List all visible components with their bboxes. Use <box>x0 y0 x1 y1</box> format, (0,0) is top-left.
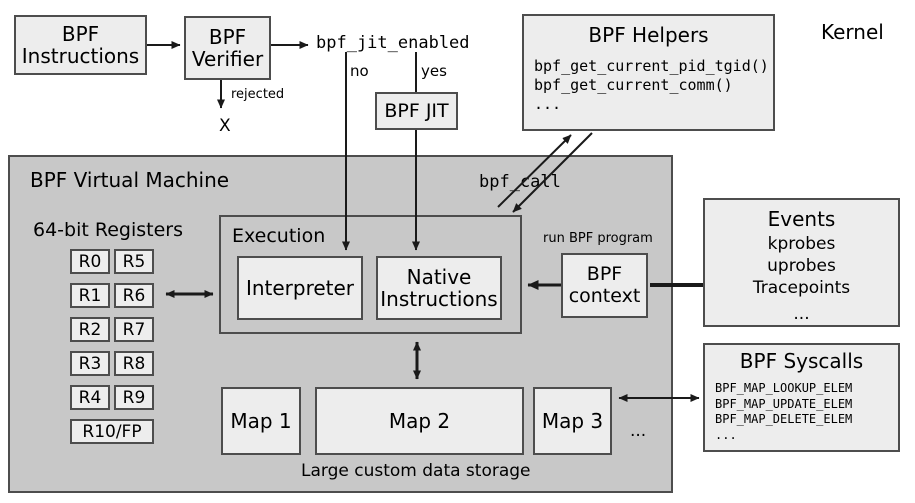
execution-title: Execution <box>232 225 326 247</box>
interpreter-box: Interpreter <box>237 256 363 320</box>
events-item-1: uprobes <box>767 256 836 277</box>
bpf-jit-enabled-label: bpf_jit_enabled <box>316 33 470 53</box>
vm-title: BPF Virtual Machine <box>30 168 230 192</box>
register-r6: R6 <box>114 283 154 308</box>
native-instructions-line1: Native <box>406 264 472 289</box>
events-box: Events kprobes uprobes Tracepoints ... <box>703 198 900 327</box>
events-item-2: Tracepoints <box>752 278 851 299</box>
bpf-jit-box: BPF JIT <box>375 92 458 130</box>
maps-caption: Large custom data storage <box>301 461 531 481</box>
bpf-helper-item-1: bpf_get_current_comm() <box>534 75 733 94</box>
branch-no-label: no <box>350 62 369 80</box>
events-item-3: ... <box>793 304 810 325</box>
register-r7: R7 <box>114 317 154 342</box>
bpf-syscall-item-2: BPF_MAP_DELETE_ELEM <box>715 412 853 427</box>
bpf-instructions-box: BPF Instructions <box>14 15 147 75</box>
bpf-jit-label: BPF JIT <box>384 100 449 122</box>
bpf-verifier-line1: BPF <box>208 24 247 49</box>
register-r8: R8 <box>114 351 154 376</box>
register-r4: R4 <box>70 385 110 410</box>
map-3-label: Map 3 <box>541 409 604 433</box>
bpf-verifier-box: BPF Verifier <box>184 16 271 80</box>
bpf-helpers-title: BPF Helpers <box>588 23 709 47</box>
interpreter-label: Interpreter <box>245 276 355 300</box>
map-3-box: Map 3 <box>533 387 612 455</box>
map-1-box: Map 1 <box>221 387 301 455</box>
native-instructions-box: Native Instructions <box>376 256 502 320</box>
bpf-syscalls-title: BPF Syscalls <box>739 349 864 373</box>
register-r0: R0 <box>70 249 110 274</box>
register-r5: R5 <box>114 249 154 274</box>
bpf-instructions-line1: BPF <box>61 21 100 46</box>
registers-title: 64-bit Registers <box>33 219 183 241</box>
run-bpf-program-label: run BPF program <box>543 231 653 246</box>
bpf-helpers-box: BPF Helpers bpf_get_current_pid_tgid() b… <box>522 14 775 131</box>
register-r2: R2 <box>70 317 110 342</box>
register-r9: R9 <box>114 385 154 410</box>
bpf-syscall-item-0: BPF_MAP_LOOKUP_ELEM <box>715 381 853 395</box>
rejected-terminal-x: X <box>219 116 231 136</box>
register-r1: R1 <box>70 283 110 308</box>
register-r10-fp: R10/FP <box>70 419 154 444</box>
bpf-syscall-item-1: BPF_MAP_UPDATE_ELEM <box>715 396 853 411</box>
bpf-instructions-line2: Instructions <box>21 44 140 68</box>
bpf-call-label: bpf_call <box>479 172 561 192</box>
map-1-label: Map 1 <box>230 409 292 433</box>
map-2-label: Map 2 <box>388 409 451 433</box>
bpf-syscalls-box: BPF Syscalls BPF_MAP_LOOKUP_ELEM BPF_MAP… <box>703 343 900 452</box>
bpf-helper-item-2: ... <box>534 94 562 113</box>
maps-ellipsis: ... <box>630 421 647 441</box>
bpf-verifier-line2: Verifier <box>191 47 264 71</box>
register-r3: R3 <box>70 351 110 376</box>
bpf-helper-item-0: bpf_get_current_pid_tgid() <box>534 57 769 75</box>
bpf-syscall-item-3: ... <box>715 427 737 442</box>
map-2-box: Map 2 <box>315 387 524 455</box>
native-instructions-line2: Instructions <box>380 287 498 311</box>
bpf-context-line2: context <box>568 284 641 307</box>
kernel-label: Kernel <box>821 20 884 44</box>
rejected-label: rejected <box>231 87 285 102</box>
bpf-context-box: BPF context <box>561 253 648 318</box>
events-title: Events <box>767 207 836 231</box>
branch-yes-label: yes <box>421 62 447 80</box>
bpf-context-line1: BPF <box>586 263 623 286</box>
events-item-0: kprobes <box>767 234 836 254</box>
